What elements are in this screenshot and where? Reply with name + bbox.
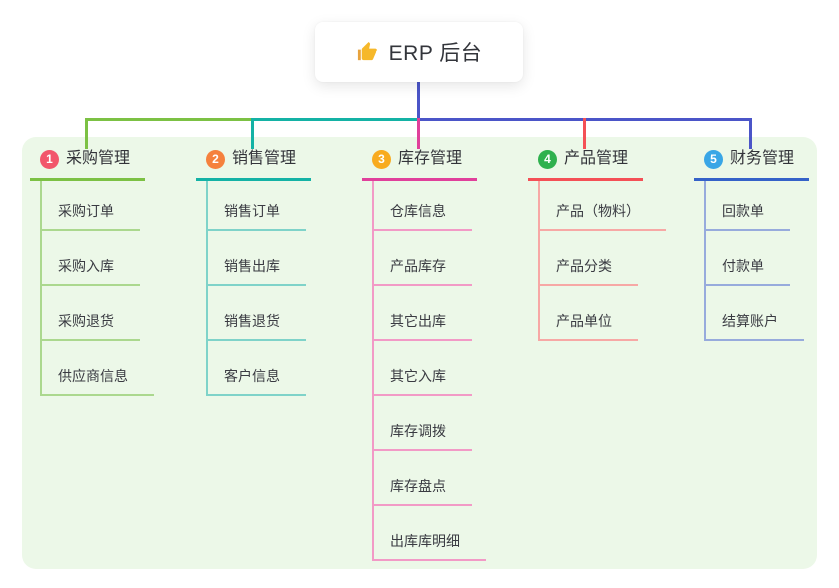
root-stem-line xyxy=(417,82,420,121)
node-item-label: 仓库信息 xyxy=(390,203,446,219)
branch-number-badge: 4 xyxy=(538,149,557,169)
branch-number-badge: 3 xyxy=(372,149,391,169)
branch-label: 库存管理 xyxy=(398,150,463,167)
node-item-label: 产品库存 xyxy=(390,258,446,274)
node-item-label: 产品单位 xyxy=(556,313,612,329)
node-item-label: 产品分类 xyxy=(556,258,612,274)
node-item-label: 采购入库 xyxy=(58,258,114,274)
node-item[interactable]: 产品（物料） xyxy=(540,181,666,231)
node-item[interactable]: 回款单 xyxy=(706,181,790,231)
node-item[interactable]: 其它入库 xyxy=(374,341,472,396)
branch-items: 采购订单采购入库采购退货供应商信息 xyxy=(40,181,154,396)
branch-1: 1 采购管理 采购订单采购入库采购退货供应商信息 xyxy=(30,148,154,396)
branch-number-badge: 1 xyxy=(40,149,59,169)
node-item-label: 其它出库 xyxy=(390,313,446,329)
node-item-label: 销售退货 xyxy=(224,313,280,329)
branch-number-badge: 5 xyxy=(704,149,723,169)
node-item[interactable]: 付款单 xyxy=(706,231,790,286)
node-item-label: 采购订单 xyxy=(58,203,114,219)
node-item-label: 出库库明细 xyxy=(390,533,460,549)
branch-label: 采购管理 xyxy=(66,150,131,167)
node-item[interactable]: 出库库明细 xyxy=(374,506,486,561)
branch-label: 销售管理 xyxy=(232,150,297,167)
branch-items: 回款单付款单结算账户 xyxy=(704,181,809,341)
node-item[interactable]: 产品库存 xyxy=(374,231,472,286)
branch-header[interactable]: 3 库存管理 xyxy=(362,148,477,181)
node-item-label: 销售出库 xyxy=(224,258,280,274)
branch-label: 产品管理 xyxy=(564,150,629,167)
branch-label: 财务管理 xyxy=(730,150,795,167)
node-item[interactable]: 采购退货 xyxy=(42,286,140,341)
branch-3: 3 库存管理 仓库信息产品库存其它出库其它入库库存调拨库存盘点出库库明细 xyxy=(362,148,486,561)
branches-panel xyxy=(22,137,817,569)
node-item[interactable]: 客户信息 xyxy=(208,341,306,396)
thumbs-up-icon xyxy=(356,41,379,64)
node-item-label: 采购退货 xyxy=(58,313,114,329)
branch-header[interactable]: 2 销售管理 xyxy=(196,148,311,181)
connector-drop-line-2 xyxy=(251,118,254,149)
node-item[interactable]: 供应商信息 xyxy=(42,341,154,396)
node-item[interactable]: 销售订单 xyxy=(208,181,306,231)
connector-drop-line-5 xyxy=(749,118,752,149)
node-item-label: 供应商信息 xyxy=(58,368,128,384)
node-item[interactable]: 销售退货 xyxy=(208,286,306,341)
node-item-label: 其它入库 xyxy=(390,368,446,384)
node-item-label: 销售订单 xyxy=(224,203,280,219)
node-item[interactable]: 产品分类 xyxy=(540,231,638,286)
node-item[interactable]: 采购订单 xyxy=(42,181,140,231)
branch-5: 5 财务管理 回款单付款单结算账户 xyxy=(694,148,809,341)
node-item[interactable]: 采购入库 xyxy=(42,231,140,286)
branch-2: 2 销售管理 销售订单销售出库销售退货客户信息 xyxy=(196,148,311,396)
node-item-label: 库存盘点 xyxy=(390,478,446,494)
connector-drop-line-1 xyxy=(85,118,88,149)
connector-bus-segment-2 xyxy=(252,118,419,121)
root-node[interactable]: ERP 后台 xyxy=(315,22,523,82)
node-item-label: 客户信息 xyxy=(224,368,280,384)
node-item[interactable]: 结算账户 xyxy=(706,286,804,341)
branch-header[interactable]: 1 采购管理 xyxy=(30,148,145,181)
connector-drop-line-3 xyxy=(417,118,420,149)
branch-4: 4 产品管理 产品（物料） 产品分类产品单位 xyxy=(528,148,666,341)
branch-header[interactable]: 5 财务管理 xyxy=(694,148,809,181)
root-node-title: ERP 后台 xyxy=(388,42,483,65)
node-item-label: 产品（物料） xyxy=(556,203,640,219)
node-item[interactable]: 其它出库 xyxy=(374,286,472,341)
branch-items: 销售订单销售出库销售退货客户信息 xyxy=(206,181,311,396)
branch-header[interactable]: 4 产品管理 xyxy=(528,148,643,181)
node-item[interactable]: 库存调拨 xyxy=(374,396,472,451)
node-item-label: 付款单 xyxy=(722,258,764,274)
branch-items: 仓库信息产品库存其它出库其它入库库存调拨库存盘点出库库明细 xyxy=(372,181,486,561)
node-item[interactable]: 产品单位 xyxy=(540,286,638,341)
branch-items: 产品（物料） 产品分类产品单位 xyxy=(538,181,666,341)
connector-bus-segment-1 xyxy=(85,118,253,121)
node-item[interactable]: 库存盘点 xyxy=(374,451,472,506)
branch-number-badge: 2 xyxy=(206,149,225,169)
node-item[interactable]: 仓库信息 xyxy=(374,181,472,231)
node-item-label: 库存调拨 xyxy=(390,423,446,439)
node-item-label: 回款单 xyxy=(722,203,764,219)
node-item[interactable]: 销售出库 xyxy=(208,231,306,286)
connector-drop-line-4 xyxy=(583,118,586,149)
node-item-label: 结算账户 xyxy=(722,313,778,329)
